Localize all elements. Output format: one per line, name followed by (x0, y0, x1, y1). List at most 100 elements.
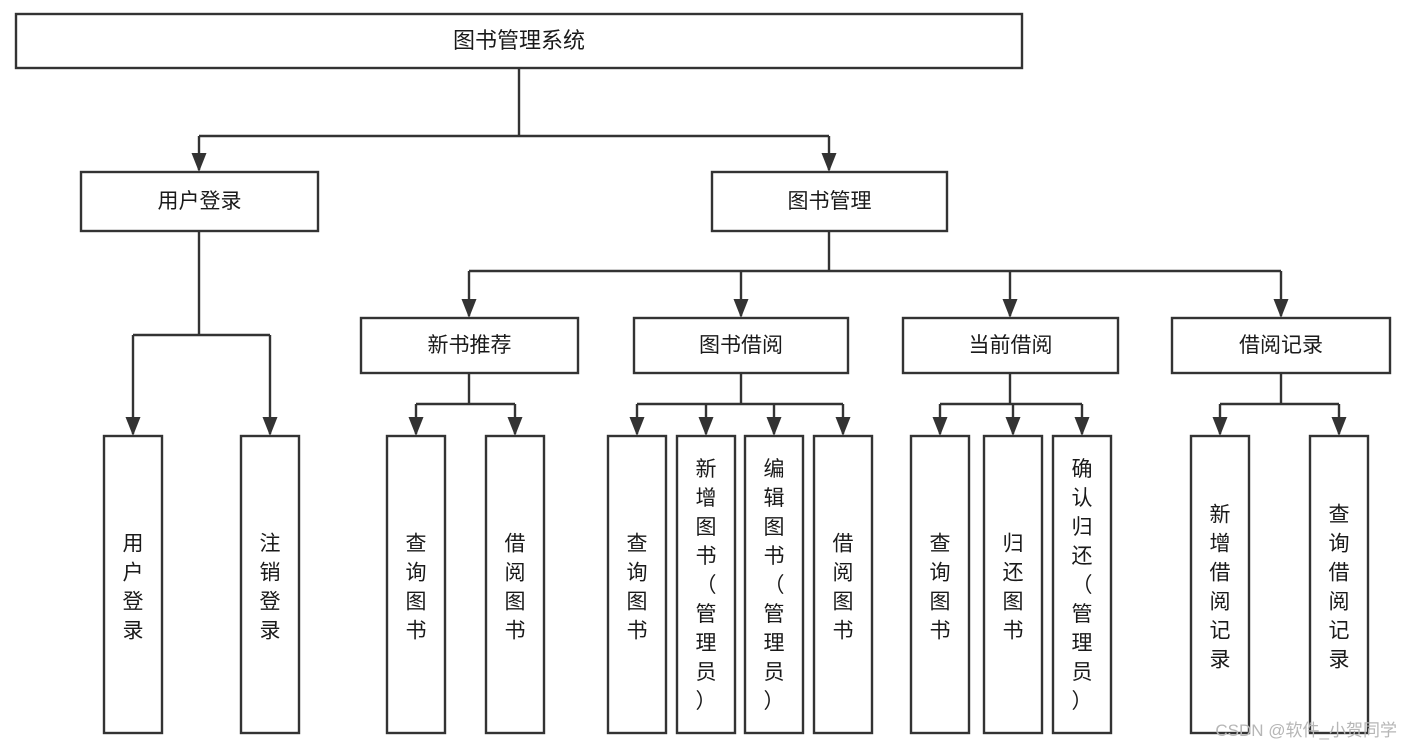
svg-text:阅: 阅 (505, 562, 526, 585)
connector-current-to-leaves (932, 373, 1090, 436)
node-user-login[interactable]: 用户登录 (79, 170, 320, 233)
node-label-book-borrow: 图书借阅 (699, 334, 783, 357)
svg-text:增: 增 (1210, 533, 1231, 556)
node-box-book-manage (710, 170, 949, 233)
svg-text:图: 图 (833, 591, 854, 614)
svg-text:（: （ (1072, 574, 1093, 597)
svg-text:借: 借 (833, 533, 854, 556)
node-box-book-borrow (632, 316, 850, 375)
svg-text:查: 查 (627, 533, 648, 556)
node-box-leaf-query-book-current (909, 434, 971, 735)
svg-text:新: 新 (1210, 504, 1231, 527)
svg-text:管: 管 (1072, 603, 1093, 626)
connector-recommend-to-leaves (408, 373, 523, 436)
svg-text:管: 管 (764, 603, 785, 626)
svg-text:阅: 阅 (1329, 591, 1350, 614)
node-box-leaf-add-book-admin (675, 434, 737, 735)
node-label-leaf-user-login: 用户登录 (123, 533, 144, 643)
svg-text:归: 归 (1072, 516, 1093, 539)
svg-text:借: 借 (1210, 562, 1231, 585)
svg-text:录: 录 (123, 620, 144, 643)
node-box-leaf-user-login (102, 434, 164, 735)
svg-text:查: 查 (930, 533, 951, 556)
node-box-leaf-confirm-return-admin (1051, 434, 1113, 735)
svg-text:登: 登 (123, 591, 144, 614)
svg-text:图: 图 (930, 591, 951, 614)
svg-text:书: 书 (505, 620, 526, 643)
svg-text:询: 询 (406, 562, 427, 585)
svg-text:询: 询 (930, 562, 951, 585)
node-book-borrow[interactable]: 图书借阅 (632, 316, 850, 375)
svg-text:记: 记 (1210, 620, 1231, 643)
svg-text:图: 图 (505, 591, 526, 614)
svg-text:书: 书 (406, 620, 427, 643)
svg-text:理: 理 (696, 632, 717, 655)
svg-text:员: 员 (696, 661, 717, 684)
svg-text:图: 图 (764, 516, 785, 539)
node-label-borrow-record: 借阅记录 (1239, 334, 1323, 357)
csdn-watermark: CSDN @软件_小贺同学 (1215, 721, 1397, 740)
svg-text:查: 查 (406, 533, 427, 556)
node-box-leaf-add-borrow-record (1189, 434, 1251, 735)
node-root[interactable]: 图书管理系统 (14, 12, 1024, 70)
svg-text:还: 还 (1072, 545, 1093, 568)
node-box-user-login (79, 170, 320, 233)
node-current-borrow[interactable]: 当前借阅 (901, 316, 1120, 375)
svg-text:书: 书 (627, 620, 648, 643)
node-box-leaf-return-book (982, 434, 1044, 735)
svg-text:（: （ (764, 574, 785, 597)
node-label-current-borrow: 当前借阅 (969, 334, 1053, 357)
svg-text:辑: 辑 (764, 487, 785, 510)
connector-root-to-level2 (191, 68, 837, 172)
svg-text:借: 借 (1329, 562, 1350, 585)
node-book-manage[interactable]: 图书管理 (710, 170, 949, 233)
svg-text:编: 编 (764, 458, 785, 481)
svg-text:新: 新 (696, 458, 717, 481)
svg-text:询: 询 (1329, 533, 1350, 556)
svg-text:理: 理 (764, 632, 785, 655)
node-box-leaf-query-book-rec (385, 434, 447, 735)
svg-text:确: 确 (1072, 458, 1093, 481)
svg-text:录: 录 (1329, 649, 1350, 672)
svg-text:登: 登 (260, 591, 281, 614)
node-leaf-user-login[interactable]: 用户登录 (102, 434, 164, 735)
connectors-layer (125, 68, 1347, 436)
node-label-user-login: 用户登录 (158, 190, 242, 213)
svg-text:归: 归 (1003, 533, 1024, 556)
svg-text:图: 图 (406, 591, 427, 614)
node-borrow-record[interactable]: 借阅记录 (1170, 316, 1392, 375)
svg-text:书: 书 (1003, 620, 1024, 643)
node-box-leaf-borrow-book (812, 434, 874, 735)
svg-text:询: 询 (627, 562, 648, 585)
svg-text:借: 借 (505, 533, 526, 556)
svg-text:书: 书 (764, 545, 785, 568)
node-box-new-book-recommend (359, 316, 580, 375)
svg-text:书: 书 (833, 620, 854, 643)
node-new-book-recommend[interactable]: 新书推荐 (359, 316, 580, 375)
connector-userlogin-to-leaves (125, 231, 278, 436)
svg-text:）: ） (1072, 690, 1093, 713)
svg-text:图: 图 (696, 516, 717, 539)
